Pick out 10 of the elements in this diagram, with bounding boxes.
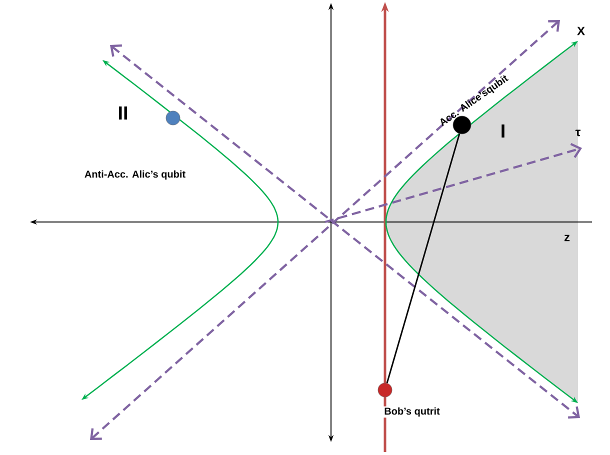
text-label: Bob’s qutrit [383, 406, 441, 418]
axis-label: z [564, 234, 570, 242]
region-label: II [119, 106, 127, 120]
axis-label: X [577, 26, 585, 36]
dot [378, 382, 392, 398]
text-label: Anti-Acc. Alic’s qubit [84, 170, 186, 180]
dot [166, 110, 180, 126]
region-label: I [502, 124, 504, 138]
axis-label: τ [575, 130, 580, 136]
connector-line [386, 134, 460, 384]
